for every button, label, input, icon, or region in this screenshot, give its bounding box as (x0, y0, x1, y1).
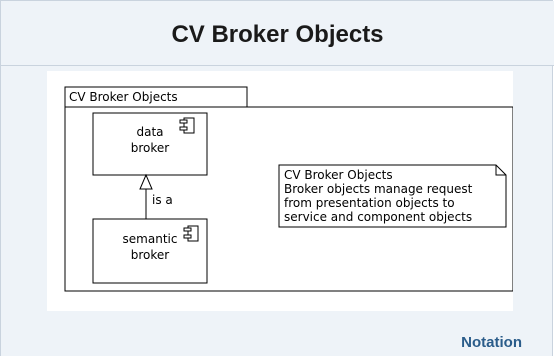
component-icon (179, 117, 195, 134)
component-label-line1: semantic (123, 232, 178, 246)
note-line: service and component objects (284, 210, 472, 224)
note: CV Broker Objects Broker objects manage … (278, 164, 507, 228)
component-semantic-broker[interactable]: semantic broker (92, 218, 208, 284)
uml-diagram: CV Broker Objects data broker is a (64, 86, 513, 292)
component-icon (183, 225, 199, 242)
package-label: CV Broker Objects (69, 90, 178, 104)
note-line: CV Broker Objects (284, 168, 393, 182)
note-line: from presentation objects to (284, 196, 455, 210)
component-data-broker[interactable]: data broker (92, 112, 208, 176)
note-line: Broker objects manage request (284, 182, 473, 196)
panel-header: CV Broker Objects (1, 1, 554, 66)
generalization-arrow: is a (139, 173, 173, 219)
relation-label: is a (152, 193, 173, 207)
component-label-line1: data (136, 125, 163, 139)
diagram-canvas: CV Broker Objects data broker is a (47, 71, 513, 311)
panel-title: CV Broker Objects (171, 21, 384, 48)
notation-link[interactable]: Notation (461, 334, 522, 351)
component-label-line2: broker (131, 248, 170, 262)
component-label-line2: broker (131, 141, 170, 155)
